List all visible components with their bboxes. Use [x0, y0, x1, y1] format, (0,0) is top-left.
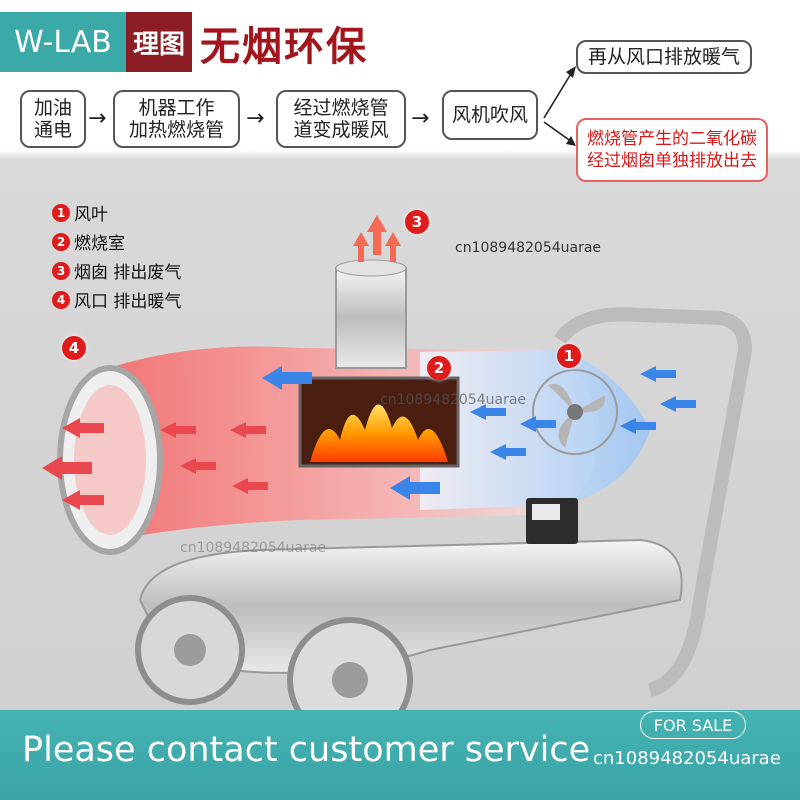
- wheel-right: [287, 617, 413, 710]
- callout-outlet: 4: [62, 336, 86, 360]
- flow-step-line: 经过燃烧管: [293, 97, 389, 119]
- warm-air-arrows: [42, 418, 268, 510]
- callout-chimney: 3: [405, 210, 429, 234]
- flow-step-line: 道变成暖风: [293, 119, 389, 141]
- watermark: cn1089482054uarae: [180, 540, 327, 556]
- heater-illustration: [42, 215, 753, 710]
- flow-step-fan: 风机吹风: [442, 90, 538, 140]
- legend-number: 4: [52, 290, 70, 309]
- branch-arrows-icon: [543, 66, 576, 146]
- legend-number: 2: [52, 232, 70, 251]
- flow-step-line: 加油: [33, 97, 72, 119]
- flow-step-co2-chimney: 燃烧管产生的二氧化碳经过烟囱单独排放出去: [576, 118, 768, 182]
- footer-banner: [0, 710, 800, 800]
- flow-step-heat: 机器工作加热燃烧管: [113, 90, 240, 148]
- chassis-base: [138, 538, 683, 674]
- flow-step-line: 风机吹风: [451, 104, 528, 126]
- flame: [310, 404, 448, 462]
- handle-frame: [554, 307, 753, 697]
- legend-number: 1: [52, 203, 70, 222]
- title-box: 理图: [126, 12, 192, 72]
- flow-step-line: 经过烟囱单独排放出去: [587, 151, 757, 171]
- brand-logo: W-LAB: [0, 12, 126, 72]
- legend-number: 3: [52, 261, 70, 280]
- exhaust-arrows: [353, 215, 401, 262]
- flow-step-line: 加热燃烧管: [128, 119, 224, 141]
- arrow-right-icon: →: [88, 106, 107, 131]
- arrow-right-icon: →: [246, 106, 265, 131]
- flow-step-warm-air: 经过燃烧管道变成暖风: [276, 90, 406, 148]
- air-outlet-inner: [74, 385, 146, 535]
- arrow-right-icon: →: [411, 106, 430, 131]
- watermark: cn1089482054uarae: [455, 240, 602, 256]
- chimney: [335, 267, 407, 369]
- callout-chamber: 2: [427, 356, 451, 380]
- legend-label: 燃烧室: [74, 234, 125, 254]
- contact-message: Please contact customer service: [22, 730, 591, 770]
- legend-label: 烟囱 排出废气: [74, 263, 182, 283]
- fan-blades: [532, 369, 618, 455]
- flow-step-line: 燃烧管产生的二氧化碳: [587, 129, 757, 149]
- watermark: cn1089482054uarae: [380, 392, 527, 408]
- seller-id: cn1089482054uarae: [593, 748, 781, 769]
- cool-air-arrows: [262, 366, 696, 500]
- callout-fan: 1: [557, 344, 581, 368]
- legend-label: 风叶: [74, 205, 108, 225]
- flow-step-line: 机器工作: [138, 97, 215, 119]
- flow-step-line: 通电: [33, 119, 72, 141]
- legend-label: 风口 排出暖气: [74, 292, 182, 312]
- wheel-left: [135, 595, 245, 705]
- for-sale-badge: FOR SALE: [640, 711, 746, 739]
- flow-step-line: 再从风口排放暖气: [587, 46, 740, 68]
- flow-step-exhaust-warm: 再从风口排放暖气: [576, 40, 752, 74]
- page-title: 无烟环保: [200, 24, 368, 70]
- flow-step-refuel: 加油通电: [20, 90, 86, 148]
